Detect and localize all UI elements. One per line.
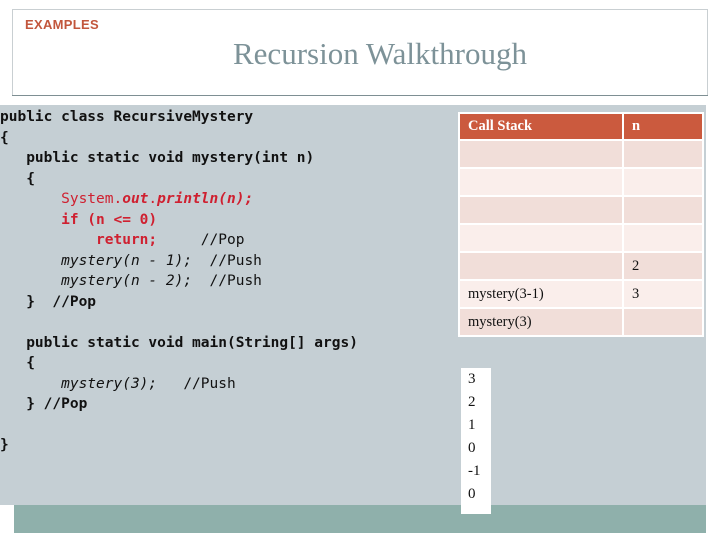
code-line: public static void mystery(int n) [0,148,440,169]
code-token: //Push [157,375,236,392]
call-stack-n-cell [624,197,702,223]
code-token: mystery(n - 1); [0,252,193,269]
table-row [460,225,702,251]
code-line: if (n <= 0) [0,210,440,231]
code-token: println(n); [157,191,254,207]
code-token: public static void mystery(int n) [0,150,315,166]
code-listing: public class RecursiveMystery { public st… [0,107,440,456]
column-header-n: n [624,114,702,139]
code-token: if (n <= 0) [0,211,158,228]
table-row [460,169,702,195]
code-token: out [122,191,149,207]
output-value: 1 [468,417,476,433]
output-value: 2 [468,394,476,410]
console-output-strip: 3 2 1 0 -1 0 [461,368,491,514]
code-line: public static void main(String[] args) [0,333,440,354]
output-value: 0 [468,440,476,456]
code-token: } //Pop [0,396,88,412]
code-token: return; [0,232,158,248]
code-line: public class RecursiveMystery [0,107,440,128]
call-stack-frame-cell: mystery(3-1) [460,281,622,307]
call-stack-frame-cell: mystery(3) [460,309,622,335]
output-value: 0 [468,486,476,502]
page-title: Recursion Walkthrough [233,36,527,71]
table-row [460,197,702,223]
code-line: { [0,353,440,374]
code-token: { [0,170,35,187]
call-stack-frame-cell [460,225,622,251]
code-token: mystery(3); [0,375,158,392]
code-token: public static void main(String[] args) [0,334,358,351]
code-token: } //Pop [0,293,97,310]
code-line: mystery(3); //Push [0,374,440,395]
code-line: } //Pop [0,292,440,313]
code-line: return; //Pop [0,230,440,251]
code-line: mystery(n - 1); //Push [0,251,440,272]
call-stack-frame-cell [460,197,622,223]
column-header-call-stack: Call Stack [460,114,622,139]
call-stack-frame-cell [460,253,622,279]
call-stack-n-cell [624,309,702,335]
code-line: { [0,128,440,149]
code-token: //Push [192,273,262,289]
call-stack-n-cell [624,169,702,195]
code-line [0,312,440,333]
eyebrow-label: EXAMPLES [25,17,99,32]
code-token: mystery(n - 2); [0,273,193,289]
output-value: -1 [468,463,481,479]
code-token: { [0,129,9,146]
code-token: public class RecursiveMystery [0,109,254,125]
call-stack-head: Call Stack n [460,114,702,139]
code-token: . [148,191,158,207]
code-token: //Pop [157,232,245,248]
table-row [460,141,702,167]
output-value: 3 [468,371,476,387]
footer-bar [14,505,706,533]
call-stack-n-cell [624,225,702,251]
call-stack-frame-cell [460,141,622,167]
call-stack-n-cell: 3 [624,281,702,307]
table-row: 2 [460,253,702,279]
call-stack-n-cell: 2 [624,253,702,279]
code-line: System.out.println(n); [0,189,440,210]
code-token: //Push [192,252,262,269]
code-line: } //Pop [0,394,440,415]
code-token: } [0,437,9,453]
table-row: mystery(3-1)3 [460,281,702,307]
call-stack-header-row: Call Stack n [460,114,702,139]
header-box [12,9,708,95]
code-line [0,415,440,436]
code-token: { [0,355,35,371]
code-line: { [0,169,440,190]
table-row: mystery(3) [460,309,702,335]
header-divider [12,95,708,96]
code-line: } [0,435,440,456]
call-stack-n-cell [624,141,702,167]
code-line: mystery(n - 2); //Push [0,271,440,292]
code-token: System. [0,191,123,207]
call-stack-frame-cell [460,169,622,195]
